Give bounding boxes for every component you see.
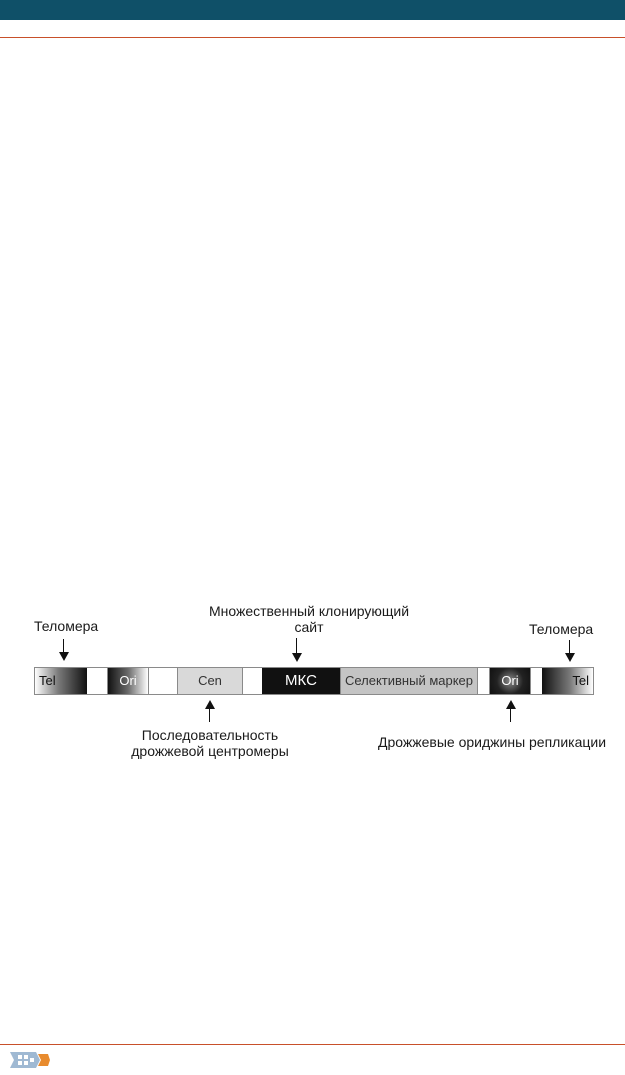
segment-tel-right-label: Tel [572,673,589,688]
label-cen: Последовательность дрожжевой центромеры [110,727,310,759]
arrow-telomere-right [565,640,575,662]
segment-ori-right-label: Ori [501,673,519,688]
segment-ori-left-label: Ori [119,673,137,688]
segment-mcs-label: МКС [285,672,317,689]
publisher-logo-icon [10,1050,52,1070]
segment-tel-left-label: Tel [39,673,56,688]
label-cen-line2: дрожжевой центромеры [131,743,289,759]
label-mcs-line1: Множественный клонирующий [208,603,410,619]
label-mcs-line2: сайт [294,619,324,635]
segment-cen-label: Cen [198,673,222,688]
header-bar [0,0,625,20]
label-mcs: Множественный клонирующий сайт [194,603,424,635]
yac-vector-diagram: Теломера Множественный клонирующий сайт … [0,590,625,770]
arrow-mcs [292,638,302,662]
arrow-telomere-left [59,639,69,661]
label-telomere-left: Теломера [34,618,99,634]
segment-tel-right: Tel [542,668,593,694]
arrow-ori [506,700,516,722]
segment-ori-right: Ori [489,668,531,694]
vector-bar: Tel Ori Cen МКС Селективный маркер Ori T… [34,667,594,695]
label-cen-line1: Последовательность [141,727,279,743]
segment-mcs: МКС [262,668,340,694]
arrow-cen [205,700,215,722]
segment-ori-left: Ori [107,668,149,694]
header-divider [0,37,625,38]
segment-tel-left: Tel [35,668,87,694]
footer-divider [0,1044,625,1045]
segment-selective-marker: Селективный маркер [340,668,478,694]
label-telomere-right: Теломера [529,621,594,637]
segment-selective-marker-label: Селективный маркер [344,673,474,688]
label-ori: Дрожжевые ориджины репликации [378,734,607,750]
segment-cen: Cen [177,668,243,694]
